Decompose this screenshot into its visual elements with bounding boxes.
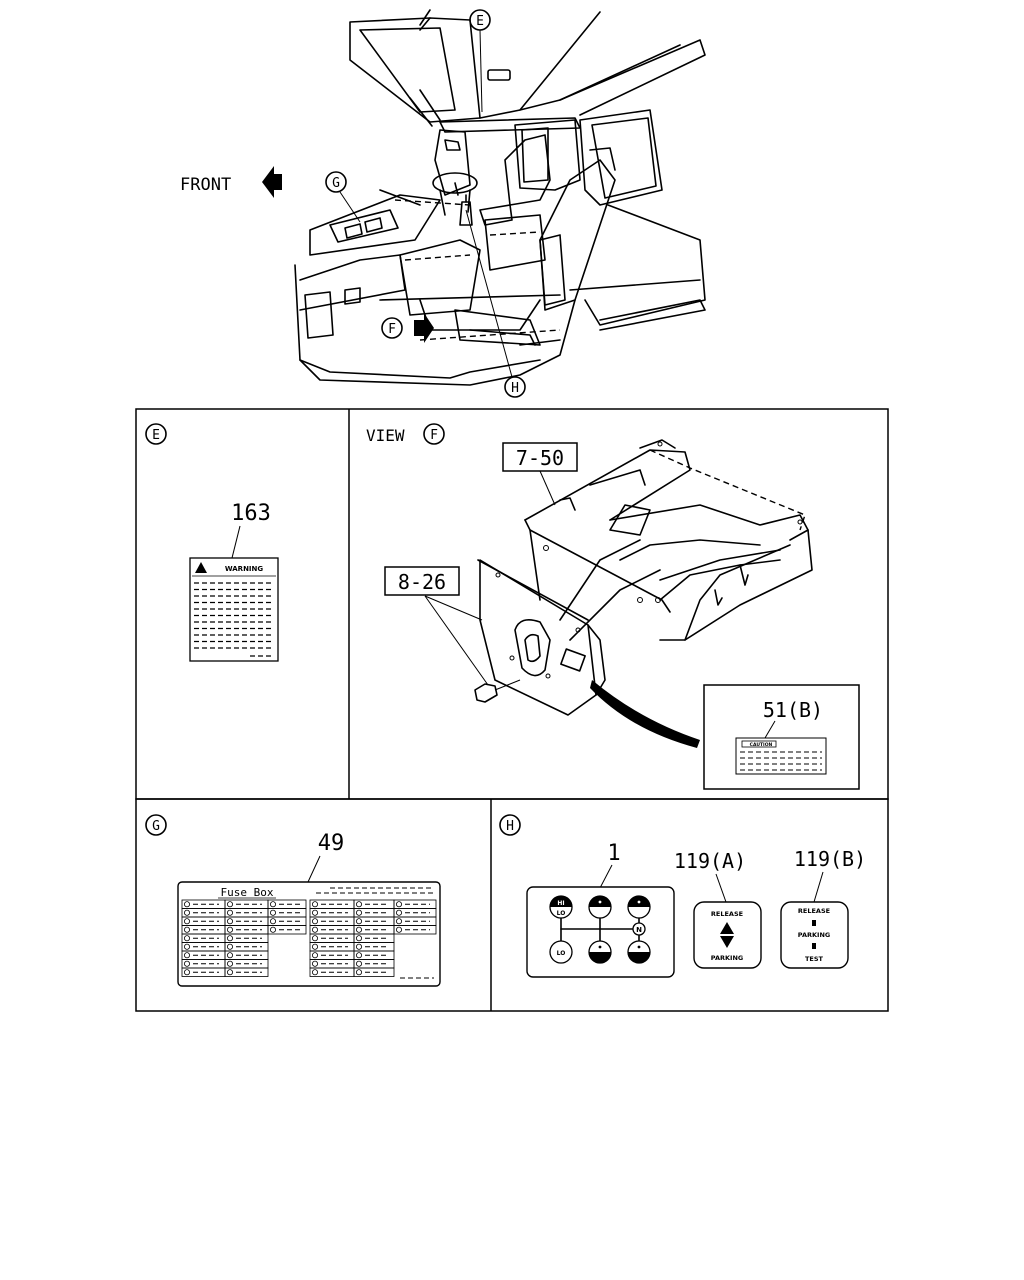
- callout-h: H: [465, 209, 526, 398]
- svg-text:G: G: [332, 176, 340, 191]
- panel-g-letter: G: [152, 819, 160, 834]
- front-label: FRONT: [180, 175, 231, 195]
- warning-label: WARNING: [189, 557, 279, 662]
- callout-f: F: [381, 313, 434, 343]
- parking-brake-label-119a: RELEASE PARKING: [693, 901, 762, 969]
- part-number-119b: 119(B): [794, 847, 866, 871]
- label-b-indicator-1: [812, 920, 816, 926]
- label-b-parking: PARKING: [798, 931, 830, 939]
- panel-h-letter: H: [506, 819, 514, 834]
- panel-f: VIEW F 7-50 8-26: [366, 423, 860, 790]
- floor-frame-drawing: [474, 439, 813, 748]
- label-a-release: RELEASE: [711, 910, 743, 918]
- shift-pattern-label: HI LO N LO: [526, 886, 675, 978]
- panel-f-letter: F: [430, 428, 438, 443]
- view-f-arrow-icon: [414, 313, 434, 343]
- callout-g: G: [325, 171, 361, 223]
- parking-brake-label-119b: RELEASE PARKING TEST: [780, 901, 849, 969]
- ref-8-26: 8-26: [398, 570, 446, 594]
- panel-e-letter: E: [152, 428, 160, 443]
- shift-knob-lower-3: [627, 940, 651, 964]
- svg-text:LO: LO: [557, 910, 566, 917]
- svg-text:F: F: [388, 322, 396, 337]
- label-b-indicator-2: [812, 943, 816, 949]
- panel-e: E 163 WARNING: [145, 423, 279, 662]
- panel-h: H 1 119(A) 119(B) HI LO: [499, 814, 866, 978]
- up-down-arrow-icon: [720, 922, 734, 948]
- shift-hi-lo-knob: HI LO: [549, 895, 573, 919]
- caution-label-title: CAUTION: [750, 742, 773, 748]
- part-number-119a: 119(A): [674, 849, 746, 873]
- svg-text:LO: LO: [557, 950, 566, 957]
- warning-triangle-icon: [195, 562, 207, 573]
- part-number-1: 1: [607, 841, 620, 866]
- label-a-parking: PARKING: [711, 954, 743, 962]
- warning-label-title: WARNING: [225, 565, 264, 573]
- shift-knob-upper-2: [588, 895, 612, 919]
- panel-frames: [135, 408, 889, 1012]
- fuse-box-title: Fuse Box: [221, 886, 274, 899]
- part-number-49: 49: [318, 831, 345, 856]
- caution-label: CAUTION: [735, 737, 827, 775]
- shift-knob-lower-2: [588, 940, 612, 964]
- cab-interior-illustration: FRONT E G F H: [180, 9, 706, 398]
- front-arrow-icon: [262, 166, 282, 198]
- svg-text:H: H: [511, 381, 519, 396]
- view-word: VIEW: [366, 426, 405, 445]
- svg-text:HI: HI: [557, 900, 564, 907]
- fuse-box-label: Fuse Box: [177, 881, 441, 987]
- svg-text:E: E: [476, 14, 484, 29]
- panel-g: G 49 Fuse Box: [145, 814, 441, 987]
- part-number-163: 163: [231, 501, 271, 526]
- callout-e: E: [469, 9, 491, 113]
- shift-neutral-marker: N: [632, 922, 646, 936]
- label-b-test: TEST: [805, 955, 824, 963]
- ref-box-8-26: [384, 566, 460, 596]
- shift-lo-knob: LO: [549, 940, 573, 964]
- part-number-51b: 51(B): [763, 698, 823, 722]
- svg-text:N: N: [636, 926, 642, 934]
- label-b-release: RELEASE: [798, 907, 830, 915]
- shift-knob-upper-3: [627, 895, 651, 919]
- ref-7-50: 7-50: [516, 446, 564, 470]
